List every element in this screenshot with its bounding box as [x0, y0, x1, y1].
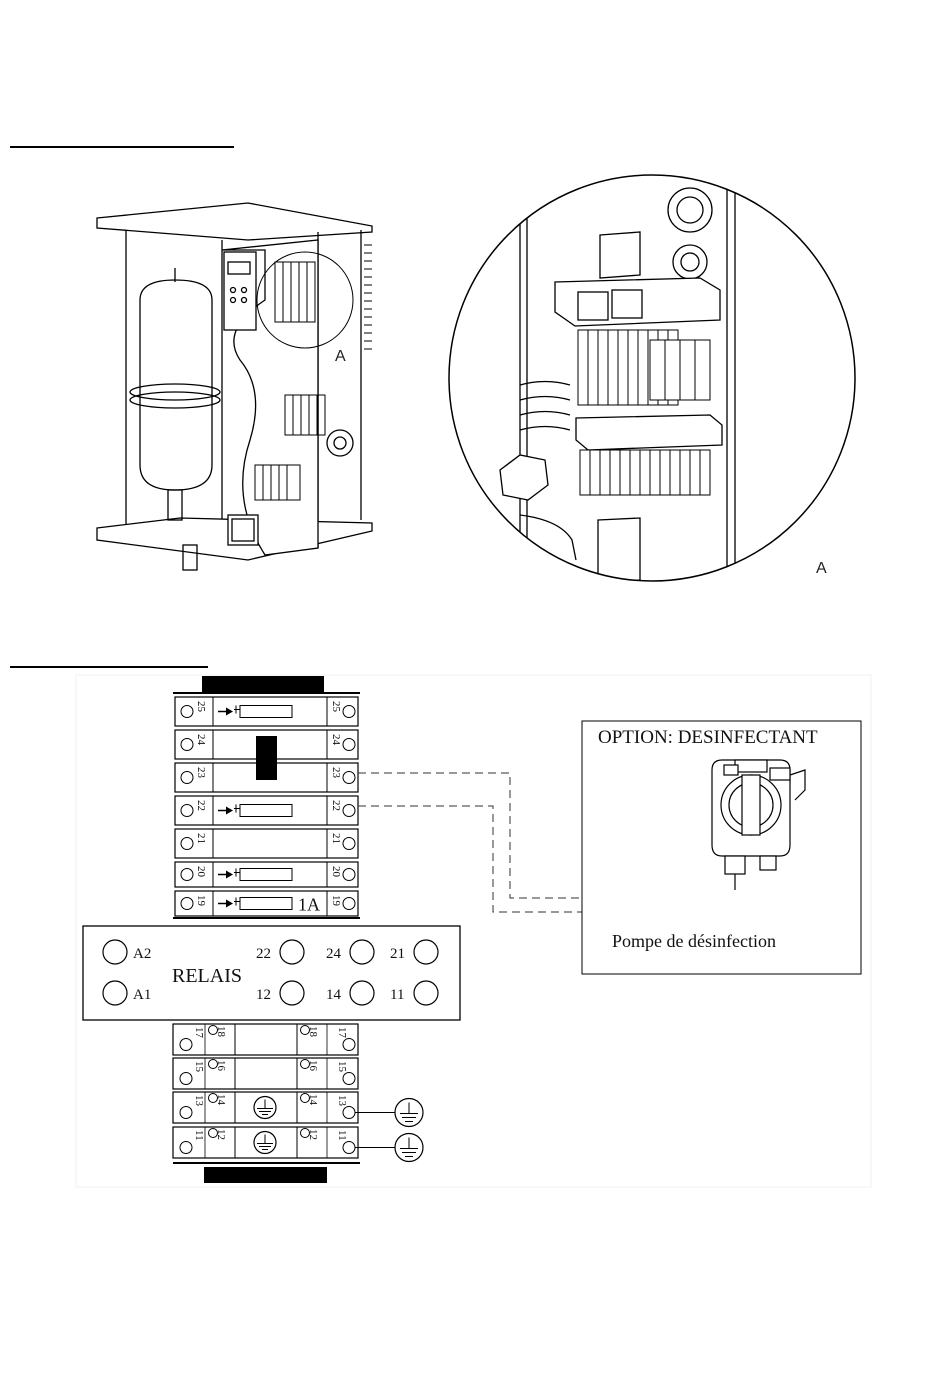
terminal-screw-left[interactable]: [181, 739, 193, 751]
relay-terminal[interactable]: [414, 940, 438, 964]
terminal-number-right: 15: [336, 1061, 348, 1073]
heater-cabinet-illustration: [97, 203, 372, 570]
relay-terminal[interactable]: [280, 940, 304, 964]
option-title: OPTION: DESINFECTANT: [598, 727, 818, 748]
relay-terminal-label: A1: [133, 987, 151, 1003]
terminal-number-left: 23: [195, 767, 207, 779]
terminal-screw-left[interactable]: [180, 1107, 192, 1119]
terminal-screw-left[interactable]: [181, 869, 193, 881]
relay-label: RELAIS: [172, 965, 242, 987]
terminal-number-right: 24: [330, 734, 342, 746]
terminal-screw-right[interactable]: [343, 706, 355, 718]
terminal-number-inner-left: 18: [215, 1026, 227, 1038]
pump-caption: Pompe de désinfection: [612, 931, 776, 951]
terminal-screw-left[interactable]: [181, 706, 193, 718]
terminal-screw-right[interactable]: [343, 898, 355, 910]
relay-terminal-label: 21: [390, 946, 405, 962]
terminal-screw-right[interactable]: [343, 739, 355, 751]
ground-icon: [254, 1097, 276, 1119]
terminal-number-left: 25: [195, 701, 207, 713]
terminal-row: 17 17 18 18: [173, 1024, 358, 1055]
terminal-screw-left[interactable]: [180, 1142, 192, 1154]
terminal-row: 19 19 1A: [175, 891, 358, 916]
terminal-number-right: 19: [330, 895, 342, 907]
terminal-number-inner-left: 16: [215, 1060, 227, 1072]
terminal-row: 21 21: [175, 829, 358, 858]
terminal-number-left: 17: [193, 1027, 205, 1039]
jumper-bridge: [256, 736, 277, 780]
terminal-number-inner-left: 12: [215, 1129, 227, 1140]
terminal-number-inner-right: 14: [307, 1094, 319, 1106]
terminal-screw-left[interactable]: [180, 1073, 192, 1085]
terminal-row: 15 15 16 16: [173, 1058, 358, 1089]
terminal-number-left: 24: [195, 734, 207, 746]
fuse-rating-label: 1A: [298, 895, 320, 915]
relay-terminal-label: 12: [256, 987, 271, 1003]
terminal-screw-left[interactable]: [181, 838, 193, 850]
option-disinfectant-box: OPTION: DESINFECTANT Pompe de désinfecti…: [582, 721, 861, 974]
relay-terminal[interactable]: [350, 940, 374, 964]
ground-icon: [254, 1132, 276, 1154]
terminal-number-right: 25: [330, 701, 342, 713]
terminal-number-left: 19: [195, 895, 207, 907]
terminal-screw-right[interactable]: [343, 1142, 355, 1154]
terminal-number-left: 21: [195, 833, 207, 844]
terminal-screw-right[interactable]: [343, 869, 355, 881]
terminal-screw-right[interactable]: [343, 772, 355, 784]
relay-terminal[interactable]: [103, 940, 127, 964]
terminal-number-left: 11: [193, 1130, 205, 1141]
terminal-row: 22 22: [175, 796, 358, 825]
terminal-screw-left[interactable]: [181, 805, 193, 817]
terminal-number-right: 20: [330, 866, 342, 878]
terminal-number-left: 22: [195, 800, 207, 811]
terminal-number-left: 15: [193, 1061, 205, 1073]
terminal-number-left: 13: [193, 1095, 205, 1107]
terminal-number-right: 11: [336, 1130, 348, 1141]
terminal-screw-left[interactable]: [180, 1039, 192, 1051]
terminal-number-left: 20: [195, 866, 207, 878]
relay-terminal-label: 14: [326, 987, 342, 1003]
relay-terminal-label: A2: [133, 946, 151, 962]
terminal-number-inner-right: 16: [307, 1060, 319, 1072]
terminal-screw-right[interactable]: [343, 1039, 355, 1051]
relay-terminal[interactable]: [103, 981, 127, 1005]
terminal-screw-left[interactable]: [181, 898, 193, 910]
terminal-number-inner-right: 12: [307, 1129, 319, 1140]
terminal-screw-left[interactable]: [181, 772, 193, 784]
terminal-number-right: 17: [336, 1027, 348, 1039]
zoom-letter-a: A: [816, 560, 827, 577]
terminal-screw-right[interactable]: [343, 1107, 355, 1119]
terminal-screw-right[interactable]: [343, 805, 355, 817]
terminal-screw-right[interactable]: [343, 1073, 355, 1085]
terminal-number-inner-right: 18: [307, 1026, 319, 1038]
relay-terminal-label: 24: [326, 946, 342, 962]
terminal-number-right: 22: [330, 800, 342, 811]
relay-terminal[interactable]: [414, 981, 438, 1005]
terminal-screw-right[interactable]: [343, 838, 355, 850]
relay-terminal[interactable]: [280, 981, 304, 1005]
zoom-detail-illustration: [449, 170, 855, 590]
callout-letter-a: A: [335, 348, 346, 365]
relay-terminal[interactable]: [350, 981, 374, 1005]
terminal-number-right: 13: [336, 1095, 348, 1107]
relay-terminal-label: 22: [256, 946, 271, 962]
relay-terminal-label: 11: [390, 987, 404, 1003]
terminal-number-right: 23: [330, 767, 342, 779]
terminal-row: 25 25: [175, 697, 358, 726]
terminal-header-bar-top: [202, 676, 324, 692]
terminal-header-bar-bottom: [204, 1167, 327, 1183]
terminal-number-inner-left: 14: [215, 1094, 227, 1106]
terminal-number-right: 21: [330, 833, 342, 844]
